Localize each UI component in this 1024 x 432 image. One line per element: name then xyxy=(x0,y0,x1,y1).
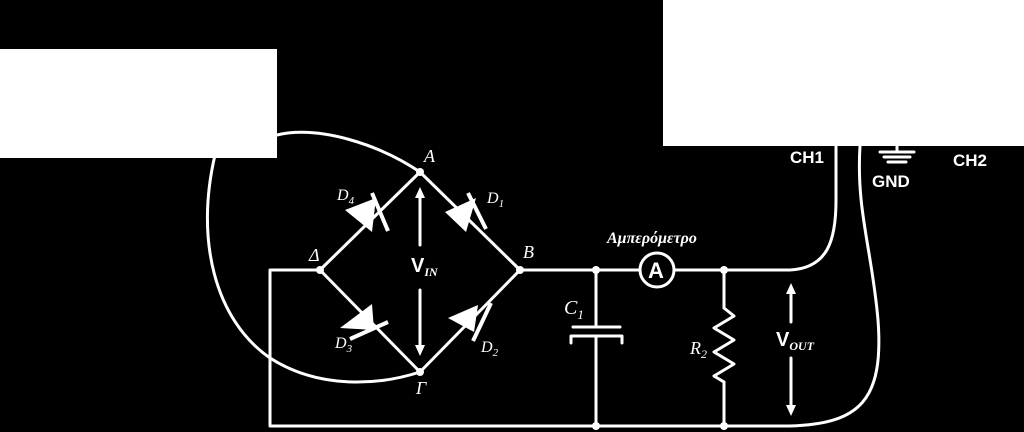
capacitor-c1 xyxy=(569,268,624,428)
d2-label: D2 xyxy=(480,339,499,359)
d3-label: D3 xyxy=(334,335,353,355)
diode-d2 xyxy=(448,302,493,342)
ammeter-caption: Αμπερόμετρο xyxy=(606,230,697,247)
vout-label: VOUT xyxy=(776,329,815,353)
ground-symbol xyxy=(878,143,916,164)
diode-d3 xyxy=(340,304,389,341)
c1-label: C1 xyxy=(564,297,584,322)
d4-label: D4 xyxy=(336,187,355,207)
diode-d4 xyxy=(345,192,390,232)
ch2-label: CH2 xyxy=(953,151,987,170)
vin-arrow xyxy=(415,187,425,356)
junction-res-bottom xyxy=(720,422,728,430)
ammeter-symbol: A xyxy=(648,258,664,283)
ch1-label: CH1 xyxy=(790,148,824,167)
node-delta-dot xyxy=(316,266,324,274)
junction-cap-bottom xyxy=(592,422,600,430)
node-a-label: A xyxy=(423,146,436,166)
node-a-dot xyxy=(416,168,424,176)
node-b-label: B xyxy=(523,242,534,262)
junction-cap-top xyxy=(592,266,600,274)
node-b-dot xyxy=(516,266,524,274)
diode-d1 xyxy=(445,192,488,232)
vin-label: VIN xyxy=(411,255,439,279)
resistor-r2 xyxy=(712,268,736,428)
r2-label: R2 xyxy=(689,338,707,361)
output-after-ammeter-wire xyxy=(672,144,838,272)
ammeter xyxy=(638,251,676,289)
return-wire xyxy=(268,144,881,428)
lead-left-loop-wire xyxy=(205,153,422,384)
lead-top-wire xyxy=(275,130,422,174)
node-delta-label: Δ xyxy=(308,245,320,265)
vout-arrow xyxy=(786,283,796,416)
junction-res-top xyxy=(720,266,728,274)
oscilloscope-panel xyxy=(663,0,1024,146)
gnd-label: GND xyxy=(872,172,910,191)
node-gamma-dot xyxy=(416,368,424,376)
d1-label: D1 xyxy=(486,190,504,210)
node-gamma-label: Γ xyxy=(415,378,427,398)
left-panel xyxy=(0,49,277,158)
